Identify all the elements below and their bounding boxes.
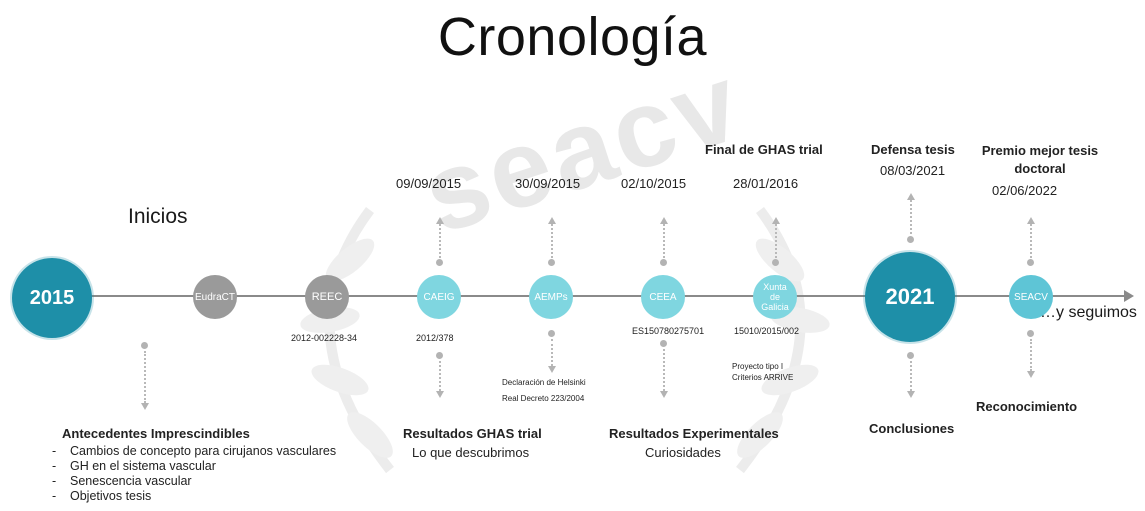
connector-arrow <box>1027 371 1035 378</box>
connector-dot <box>1027 259 1034 266</box>
resultados-ghas-heading: Resultados GHAS trial <box>403 426 542 441</box>
premio-heading: Premio mejor tesis doctoral <box>981 143 1099 176</box>
node-xunta: Xunta de Galicia <box>753 275 797 319</box>
conclusiones-label: Conclusiones <box>869 421 955 436</box>
aemps-note-helsinki: Declaración de Helsinki <box>502 378 586 387</box>
node-reec-label: REEC <box>311 291 343 303</box>
ceea-code: ES150780275701 <box>632 326 705 336</box>
antecedentes-heading: Antecedentes Imprescindibles <box>62 426 250 441</box>
connector-line <box>1030 224 1032 258</box>
node-eudract-label: EudraCT <box>194 291 235 303</box>
node-ceea: CEEA <box>641 275 685 319</box>
connector-dot <box>907 236 914 243</box>
timeline-arrowhead <box>1124 290 1134 302</box>
resultados-exp-heading: Resultados Experimentales <box>609 426 779 441</box>
connector-arrow <box>436 217 444 224</box>
defensa-date: 08/03/2021 <box>880 163 946 178</box>
aemps-note-decreto: Real Decreto 223/2004 <box>502 394 585 403</box>
node-xunta-label: Xunta de Galicia <box>761 282 789 312</box>
reec-code: 2012-002228-34 <box>291 333 358 343</box>
ceea-date: 02/10/2015 <box>621 176 687 191</box>
node-caeig-label: CAEIG <box>423 291 455 303</box>
connector-line <box>1030 339 1032 371</box>
node-aemps: AEMPs <box>529 275 573 319</box>
connector-dot <box>548 259 555 266</box>
page-title: Cronología <box>437 7 708 67</box>
connector-arrow <box>548 366 556 373</box>
xunta-date: 28/01/2016 <box>733 176 799 191</box>
node-ceea-label: CEEA <box>649 291 677 303</box>
list-item: GH en el sistema vascular <box>52 459 336 474</box>
connector-arrow <box>907 193 915 200</box>
connector-dot <box>548 330 555 337</box>
node-seacv: SEACV <box>1009 275 1053 319</box>
end-label: …y seguimos <box>1040 304 1137 321</box>
connector-line <box>910 361 912 391</box>
connector-line <box>439 224 441 258</box>
node-seacv-label: SEACV <box>1014 291 1048 303</box>
connector-dot <box>660 259 667 266</box>
connector-dot <box>436 259 443 266</box>
xunta-code: 15010/2015/002 <box>734 326 800 336</box>
list-item: Objetivos tesis <box>52 489 336 504</box>
timeline-axis <box>20 295 1128 297</box>
node-aemps-label: AEMPs <box>534 291 568 303</box>
connector-arrow <box>1027 217 1035 224</box>
node-reec: REEC <box>305 275 349 319</box>
aemps-date: 30/09/2015 <box>515 176 581 191</box>
connector-arrow <box>141 403 149 410</box>
connector-line <box>144 351 146 403</box>
connector-dot <box>907 352 914 359</box>
reconocimiento-label: Reconocimiento <box>976 399 1078 414</box>
resultados-exp-sub: Curiosidades <box>645 445 721 460</box>
xunta-note-arrive: Criterios ARRIVE <box>732 373 794 382</box>
connector-line <box>551 224 553 258</box>
node-2015-label: 2015 <box>29 286 75 309</box>
connector-line <box>775 224 777 258</box>
connector-arrow <box>436 391 444 398</box>
antecedentes-list: Cambios de concepto para cirujanos vascu… <box>52 444 336 504</box>
node-2021: 2021 <box>865 252 955 342</box>
connector-arrow <box>548 217 556 224</box>
connector-line <box>910 200 912 234</box>
connector-dot <box>436 352 443 359</box>
premio-date: 02/06/2022 <box>992 183 1058 198</box>
antecedentes-block: Antecedentes Imprescindibles Cambios de … <box>52 426 336 504</box>
list-item: Cambios de concepto para cirujanos vascu… <box>52 444 336 459</box>
node-caeig: CAEIG <box>417 275 461 319</box>
connector-arrow <box>660 391 668 398</box>
connector-dot <box>772 259 779 266</box>
caeig-code: 2012/378 <box>416 333 454 343</box>
xunta-note-proyecto: Proyecto tipo I <box>732 362 784 371</box>
connector-line <box>439 361 441 391</box>
node-eudract: EudraCT <box>193 275 237 319</box>
resultados-ghas-sub: Lo que descubrimos <box>412 445 530 460</box>
connector-dot <box>1027 330 1034 337</box>
caeig-date: 09/09/2015 <box>396 176 462 191</box>
connector-dot <box>660 340 667 347</box>
connector-line <box>663 349 665 391</box>
list-item: Senescencia vascular <box>52 474 336 489</box>
node-2015: 2015 <box>12 258 92 338</box>
connector-arrow <box>907 391 915 398</box>
defensa-heading: Defensa tesis <box>871 142 955 157</box>
connector-dot <box>141 342 148 349</box>
connector-arrow <box>660 217 668 224</box>
connector-arrow <box>772 217 780 224</box>
connector-line <box>663 224 665 258</box>
connector-line <box>551 339 553 366</box>
final-ghas-heading: Final de GHAS trial <box>705 142 823 157</box>
inicios-label: Inicios <box>128 205 188 228</box>
node-2021-label: 2021 <box>885 284 935 309</box>
